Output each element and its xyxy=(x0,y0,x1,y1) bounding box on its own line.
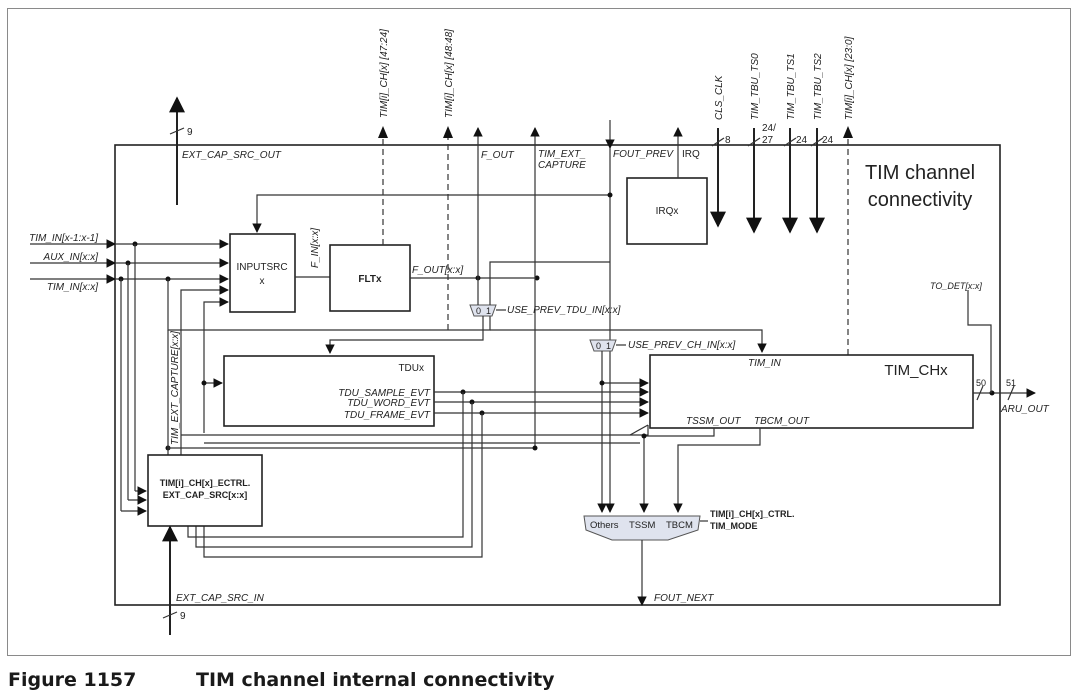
aru-out-signal: 50 51 ARU_OUT TO_DET[x:x] xyxy=(930,281,1050,415)
ectrl-label-line2: EXT_CAP_SRC[x:x] xyxy=(163,490,248,500)
tbu-ts2-signal: 24 TIM_TBU_TS2 xyxy=(809,53,834,234)
cls-clk-label: CLS_CLK xyxy=(714,74,725,120)
use-prev-tdu-in-label: USE_PREV_TDU_IN[x:x] xyxy=(507,305,621,316)
use-prev-ch-in-mux: 0 1 USE_PREV_CH_IN[x:x] xyxy=(490,329,767,513)
mode-option-tbcm: TBCM xyxy=(666,520,693,531)
cls-clk-signal: 8 CLS_CLK xyxy=(710,74,731,228)
connectivity-boundary xyxy=(114,144,1001,606)
irqx-block: IRQx IRQ xyxy=(626,127,708,245)
f-in-label: F_IN[x:x] xyxy=(310,228,321,268)
tbcm-out-label: TBCM_OUT xyxy=(754,416,810,427)
inputsrc-block: INPUTSRC x xyxy=(229,233,296,313)
figure-number: Figure 1157 xyxy=(8,669,137,691)
ectrl-block: TIM[i]_CH[x]_ECTRL. EXT_CAP_SRC[x:x] xyxy=(147,454,263,527)
left-inputs: TIM_IN[x-1:x-1] AUX_IN[x:x] TIM_IN[x:x] xyxy=(29,233,229,516)
input-aux-in: AUX_IN[x:x] xyxy=(43,252,99,263)
tbu-ts0-signal: 24/ 27 TIM_TBU_TS0 xyxy=(746,53,776,234)
mode-option-others: Others xyxy=(590,520,619,531)
tssm-out-label: TSSM_OUT xyxy=(686,416,741,427)
fltx-block: FLTx xyxy=(329,244,411,312)
input-tim-in: TIM_IN[x:x] xyxy=(47,282,98,293)
tim-chx-label: TIM_CHx xyxy=(884,362,948,379)
to-det-label: TO_DET[x:x] xyxy=(930,281,982,291)
use-prev-ch-in-label: USE_PREV_CH_IN[x:x] xyxy=(628,340,735,351)
tim-ch-23-0-label: TIM[i]_CH[x] [23:0] xyxy=(844,36,855,120)
svg-text:0: 0 xyxy=(476,306,481,316)
ext-cap-src-out-signal: 9 EXT_CAP_SRC_OUT xyxy=(169,96,282,205)
tim-ch-48-48-signal: TIM[i]_CH[x] [48:48] xyxy=(443,29,455,330)
input-tim-in-prev: TIM_IN[x-1:x-1] xyxy=(29,233,98,244)
tim-ext-capture-signal: TIM_EXT_ CAPTURE xyxy=(530,127,586,448)
ext-cap-src-in-signal: 9 EXT_CAP_SRC_IN xyxy=(162,525,265,635)
tbu-ts2-width: 24 xyxy=(822,135,834,146)
fltx-label: FLTx xyxy=(358,274,382,285)
mode-ctrl-line2: TIM_MODE xyxy=(710,521,758,531)
mode-ctrl-line1: TIM[i]_CH[x]_CTRL. xyxy=(710,509,795,519)
inputsrc-label-line2: x xyxy=(260,276,265,287)
tbu-ts1-label: TIM_TBU_TS1 xyxy=(786,53,797,120)
svg-text:0: 0 xyxy=(596,341,601,351)
aru-width-in: 50 xyxy=(976,378,986,388)
ext-cap-src-out-width: 9 xyxy=(187,127,193,138)
tbu-ts0-width-line1: 24/ xyxy=(762,123,776,134)
ext-cap-src-out-label: EXT_CAP_SRC_OUT xyxy=(182,150,282,161)
irqx-label: IRQx xyxy=(656,206,679,217)
tim-chx-block: TIM_CHx TIM_IN TSSM_OUT TBCM_OUT xyxy=(649,354,974,429)
tim-ch-48-48-label: TIM[i]_CH[x] [48:48] xyxy=(444,29,455,118)
tbu-ts1-width: 24 xyxy=(796,135,808,146)
tbu-ts0-label: TIM_TBU_TS0 xyxy=(750,53,761,120)
aru-out-label: ARU_OUT xyxy=(1000,404,1050,415)
mode-option-tssm: TSSM xyxy=(629,520,655,531)
fout-next-label: FOUT_NEXT xyxy=(654,593,714,604)
irq-label: IRQ xyxy=(682,149,700,160)
tim-in-label: TIM_IN xyxy=(748,358,782,369)
tim-ch-47-24-label: TIM[i]_CH[x] [47:24] xyxy=(379,29,390,118)
ext-cap-src-in-label: EXT_CAP_SRC_IN xyxy=(176,593,265,604)
figure-frame xyxy=(7,8,1071,656)
tbu-ts0-width-line2: 27 xyxy=(762,135,774,146)
diagram-heading-line2: connectivity xyxy=(868,189,973,211)
svg-text:1: 1 xyxy=(606,341,611,351)
f-out-signal: F_OUT xyxy=(473,127,515,278)
fout-prev-label: FOUT_PREV xyxy=(613,149,674,160)
tdu-word-evt-label: TDU_WORD_EVT xyxy=(347,398,431,409)
tbu-ts1-signal: 24 TIM_TBU_TS1 xyxy=(782,53,808,234)
tdux-label: TDUx xyxy=(398,363,424,374)
ext-cap-src-in-width: 9 xyxy=(180,611,186,622)
ectrl-label-line1: TIM[i]_CH[x]_ECTRL. xyxy=(160,478,251,488)
tbu-ts2-label: TIM_TBU_TS2 xyxy=(813,53,824,120)
svg-text:1: 1 xyxy=(486,306,491,316)
tim-ch-47-24-signal: TIM[i]_CH[x] [47:24] xyxy=(378,29,390,245)
tdux-block: TDUx TDU_SAMPLE_EVT TDU_WORD_EVT TDU_FRA… xyxy=(223,355,435,427)
tdu-frame-evt-label: TDU_FRAME_EVT xyxy=(344,410,431,421)
inputsrc-label-line1: INPUTSRC xyxy=(236,262,287,273)
figure-title: TIM channel internal connectivity xyxy=(196,669,555,691)
f-out-xx-label: F_OUT[x:x] xyxy=(412,265,463,276)
tdu-sample-evt-label: TDU_SAMPLE_EVT xyxy=(338,388,431,399)
tim-ext-capture-label-line2: CAPTURE xyxy=(538,160,586,171)
tim-mode-mux: Others TSSM TBCM TIM[i]_CH[x]_CTRL. TIM_… xyxy=(583,509,795,606)
tim-ch-23-0-signal: TIM[i]_CH[x] [23:0] xyxy=(843,36,855,355)
tim-ext-capture-xx-label: TIM_EXT_CAPTURE[x:x] xyxy=(170,331,181,445)
aru-width-out: 51 xyxy=(1006,378,1016,388)
diagram-heading-line1: TIM channel xyxy=(865,162,975,184)
tim-ext-capture-label-line1: TIM_EXT_ xyxy=(538,149,586,160)
use-prev-tdu-in-mux: 0 1 USE_PREV_TDU_IN[x:x] xyxy=(325,261,621,354)
cls-clk-width: 8 xyxy=(725,135,731,146)
f-out-label: F_OUT xyxy=(481,150,515,161)
